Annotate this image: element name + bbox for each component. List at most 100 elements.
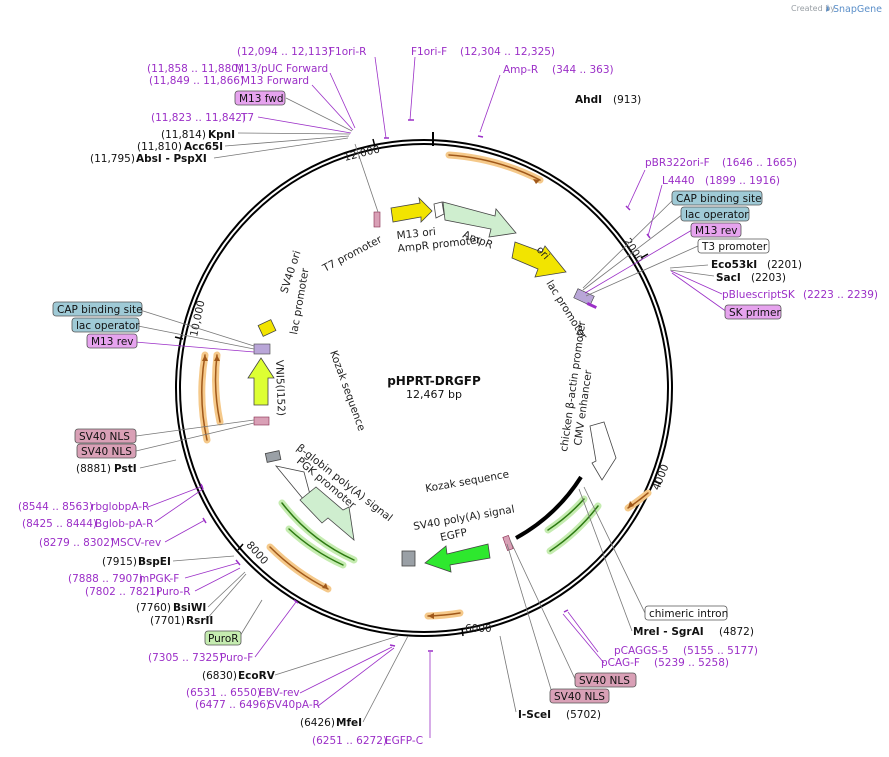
svg-text:4000: 4000 (650, 463, 671, 492)
primer-puro-r: Puro-R (156, 586, 191, 598)
site-absi-pos: (11,795) (90, 153, 135, 165)
svg-text:SV40 NLS: SV40 NLS (579, 675, 630, 687)
site-bsiwi: BsiWI (173, 602, 206, 614)
credit-prefix: Created by (791, 4, 835, 13)
box-sv40-nls-left-2: SV40 NLS (76, 443, 137, 459)
site-i-scei: I-SceI (518, 709, 551, 721)
snapgene-icon (826, 4, 829, 12)
primer-pcag-f: pCAG-F (601, 657, 640, 669)
label-kozak-1: Kozak sequence (424, 468, 510, 495)
primer-sv40pa-r: SV40pA-R (268, 699, 320, 711)
label-vni5: VNI5(I152) (273, 360, 287, 417)
svg-text:M13 rev: M13 rev (695, 225, 738, 237)
tick-6000: 6000 (461, 623, 492, 637)
svg-text:SV40 NLS: SV40 NLS (554, 691, 605, 703)
primer-rbglobpa-r-pos: (8544 .. 8563) (18, 501, 93, 513)
site-mrei-sgrai: MreI - SgrAI (633, 626, 704, 638)
primer-egfp-c-pos: (6251 .. 6272) (312, 735, 387, 747)
primer-puro-f: Puro-F (220, 652, 253, 664)
svg-text:M13 rev: M13 rev (91, 336, 134, 348)
tick-10000: 10,000 (174, 299, 208, 340)
site-ecorv-pos: (6830) (202, 670, 237, 682)
label-m13-ori: M13 ori (396, 226, 436, 242)
primer-puro-f-pos: (7305 .. 7325) (148, 652, 223, 664)
primer-f1ori-f: F1ori-F (411, 46, 447, 58)
site-mrei-pos: (4872) (719, 626, 754, 638)
site-psti-pos: (8881) (76, 463, 111, 475)
leader-lines (134, 56, 728, 738)
svg-text:CAP binding site: CAP binding site (676, 193, 762, 205)
box-puror: PuroR (204, 630, 242, 646)
primer-m13-forward-pos: (11,849 .. 11,866) (149, 75, 244, 87)
box-chimeric-intron: chimeric intron (644, 605, 728, 621)
primer-bglob-pa-r-pos: (8425 .. 8444) (22, 518, 97, 530)
site-eco53ki: Eco53kI (711, 259, 757, 271)
box-sv40-nls-left-1: SV40 NLS (74, 428, 137, 444)
box-lac-operator-left: lac operator (71, 317, 140, 333)
svg-text:6000: 6000 (465, 623, 492, 635)
primer-pcag-f-pos: (5239 .. 5258) (654, 657, 729, 669)
site-psti: PstI (114, 463, 137, 475)
primer-mpgk-f-pos: (7888 .. 7907) (68, 573, 143, 585)
box-m13-rev-left: M13 rev (86, 333, 138, 349)
box-lac-operator-right: lac operator (680, 206, 750, 222)
primer-pbr322ori-f-pos: (1646 .. 1665) (722, 157, 797, 169)
site-ahdi-pos: (913) (613, 94, 641, 106)
svg-text:lac operator: lac operator (76, 320, 140, 332)
site-saci-pos: (2203) (751, 272, 786, 284)
site-eco53ki-pos: (2201) (767, 259, 802, 271)
box-cap-binding-site-left: CAP binding site (52, 301, 143, 317)
primer-pcaggs-5-pos: (5155 .. 5177) (683, 645, 758, 657)
box-t3-promoter: T3 promoter (697, 238, 770, 254)
backbone-outer (175, 139, 673, 637)
site-bspei: BspEI (138, 556, 171, 568)
site-rsrii-pos: (7701) (150, 615, 185, 627)
primer-l4440-pos: (1899 .. 1916) (705, 175, 780, 187)
site-acc65i: Acc65I (184, 141, 223, 153)
label-ampr: AmpR (461, 229, 495, 252)
primer-f1ori-r-pos: (12,094 .. 12,113) (237, 46, 332, 58)
label-t7-promoter: T7 promoter (320, 233, 385, 275)
box-sv40-nls-right-2: SV40 NLS (549, 688, 610, 704)
primer-l4440: L4440 (662, 175, 695, 187)
primer-egfp-c: EGFP-C (385, 735, 423, 747)
svg-text:lac operator: lac operator (685, 209, 749, 221)
primer-amp-r-pos2: (344 .. 363) (552, 64, 614, 76)
site-mfei-pos: (6426) (300, 717, 335, 729)
backbone-inner (179, 143, 669, 633)
site-saci: SacI (716, 272, 741, 284)
primer-pcaggs-5: pCAGGS-5 (614, 645, 668, 657)
primer-sv40pa-r-pos: (6477 .. 6496) (195, 699, 270, 711)
primer-pbluescriptsk-pos: (2223 .. 2239) (803, 289, 878, 301)
site-acc65i-pos: (11,810) (137, 141, 182, 153)
box-sv40-nls-right-1: SV40 NLS (574, 672, 637, 688)
label-kozak-2: Kozak sequence (327, 349, 367, 433)
primer-puro-r-pos: (7802 .. 7821) (85, 586, 160, 598)
svg-text:SK primer: SK primer (729, 307, 781, 319)
site-rsrii: RsrII (186, 615, 213, 627)
primer-m13-forward: M13 Forward (241, 75, 309, 87)
site-mfei: MfeI (336, 717, 362, 729)
site-bspei-pos: (7915) (102, 556, 137, 568)
snapgene-logo: SnapGene (833, 4, 882, 15)
primer-bglob-pa-r: Bglob-pA-R (95, 518, 153, 530)
primer-pbr322ori-f: pBR322ori-F (645, 157, 710, 169)
svg-text:T3 promoter: T3 promoter (701, 241, 768, 253)
site-bsiwi-pos: (7760) (136, 602, 171, 614)
primer-t7: T7 (240, 112, 254, 124)
primer-m13puc-forward: M13/pUC Forward (235, 63, 328, 75)
primer-rbglobpa-r: rbglobpA-R (91, 501, 149, 513)
inner-features (247, 196, 617, 573)
primer-mpgk-f: mPGK-F (139, 573, 179, 585)
svg-text:CAP binding site: CAP binding site (57, 304, 143, 316)
svg-text:chimeric intron: chimeric intron (649, 608, 728, 620)
primer-f1ori-r: F1ori-R (329, 46, 366, 58)
site-ahdi: AhdI (575, 94, 602, 106)
box-m13-rev-right: M13 rev (690, 222, 742, 238)
plasmid-size: 12,467 bp (406, 388, 462, 401)
site-i-scei-pos: (5702) (566, 709, 601, 721)
green-arrows (278, 495, 602, 569)
label-egfp: EGFP (439, 527, 468, 544)
tick-4000: 4000 (650, 463, 671, 492)
